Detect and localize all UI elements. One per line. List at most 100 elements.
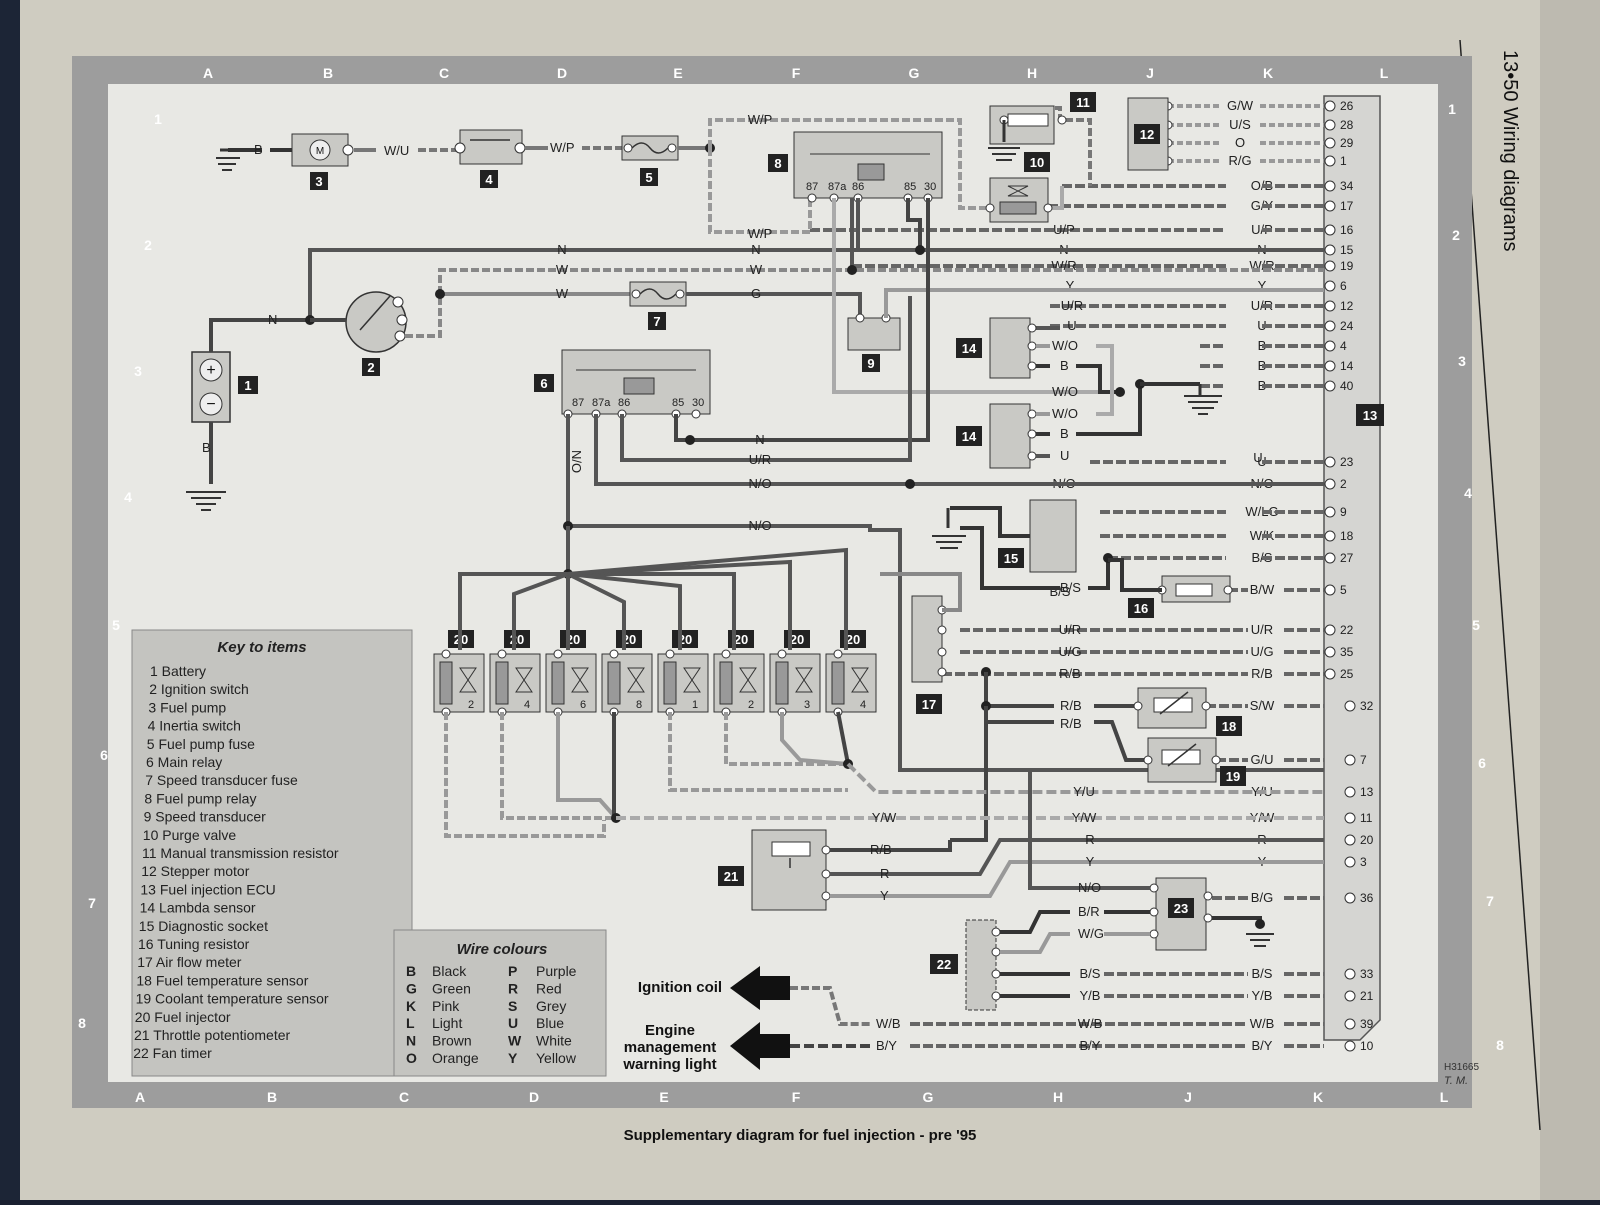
ecu-wire-label: W/B <box>1250 1016 1275 1031</box>
svg-text:Y: Y <box>1086 854 1095 869</box>
colour-code: W <box>508 1033 522 1049</box>
ecu-pin <box>1344 856 1356 868</box>
svg-text:K: K <box>1313 1089 1323 1105</box>
svg-text:L: L <box>1380 65 1389 81</box>
wire-label: B/Y <box>1080 1038 1101 1053</box>
ecu-pin-number: 32 <box>1360 699 1374 713</box>
svg-text:E: E <box>659 1089 668 1105</box>
svg-text:W/P: W/P <box>550 140 575 155</box>
injector-cylinder-number: 8 <box>636 699 642 711</box>
ecu-wire-label: B/Y <box>1252 1038 1273 1053</box>
svg-text:1: 1 <box>1448 101 1456 117</box>
svg-text:3: 3 <box>134 363 142 379</box>
signature: T. M. <box>1444 1075 1468 1087</box>
ignition-coil-output: Ignition coil <box>638 966 790 1010</box>
ecu-pin-number: 29 <box>1340 136 1354 150</box>
svg-text:R/B: R/B <box>1060 716 1082 731</box>
svg-text:20: 20 <box>510 632 524 647</box>
svg-text:G: G <box>751 286 761 301</box>
colour-code: Y <box>508 1050 518 1066</box>
svg-text:W/B: W/B <box>876 1016 901 1031</box>
svg-text:20: 20 <box>734 632 748 647</box>
svg-text:−: − <box>206 396 215 413</box>
svg-text:87: 87 <box>572 397 584 409</box>
svg-text:30: 30 <box>924 181 936 193</box>
svg-text:B: B <box>1060 426 1069 441</box>
ecu-pin-number: 15 <box>1340 243 1354 257</box>
svg-text:G: G <box>909 65 920 81</box>
svg-text:E: E <box>673 65 682 81</box>
svg-text:5: 5 <box>112 617 120 633</box>
ecu-pin-number: 22 <box>1340 623 1354 637</box>
svg-text:B: B <box>202 440 211 455</box>
ecu-pin <box>1324 552 1336 564</box>
lambda-sensor-2: 14 <box>956 403 1037 469</box>
grid-numbers: 1 2 3 4 5 6 7 8 1 2 3 4 5 6 7 8 <box>78 101 1504 1053</box>
ecu-pin-number: 17 <box>1340 199 1354 213</box>
svg-text:16: 16 <box>1134 601 1148 616</box>
key-item: 11 Manual transmission resistor <box>142 845 339 861</box>
svg-text:4: 4 <box>124 489 132 505</box>
ecu-pin-number: 26 <box>1340 99 1354 113</box>
svg-text:W: W <box>750 262 763 277</box>
svg-text:1: 1 <box>244 378 251 393</box>
key-item: 16 Tuning resistor <box>138 936 250 952</box>
key-item: 18 Fuel temperature sensor <box>136 972 308 988</box>
key-item: 19 Coolant temperature sensor <box>136 991 329 1007</box>
colour-name: Yellow <box>536 1050 577 1066</box>
fuel-pump-fuse: 5 <box>621 135 679 186</box>
ecu-pin-number: 23 <box>1340 455 1354 469</box>
svg-text:Engine: Engine <box>645 1022 695 1039</box>
key-item: 21 Throttle potentiometer <box>134 1027 291 1043</box>
coolant-temperature-sensor: 19 <box>1143 737 1246 786</box>
wire-label: U <box>1067 318 1076 333</box>
svg-text:5: 5 <box>645 170 652 185</box>
fuel-injector: 206 <box>545 630 597 717</box>
svg-text:6: 6 <box>100 747 108 763</box>
ecu-wire-label: R/G <box>1228 153 1251 168</box>
colour-name: Purple <box>536 963 577 979</box>
svg-text:9: 9 <box>867 356 874 371</box>
injector-cylinder-number: 6 <box>580 699 586 711</box>
svg-text:W/P: W/P <box>748 226 773 241</box>
key-item: 9 Speed transducer <box>144 809 267 825</box>
svg-text:6: 6 <box>540 376 547 391</box>
svg-text:19: 19 <box>1226 769 1240 784</box>
svg-text:87: 87 <box>806 181 818 193</box>
svg-text:H: H <box>1027 65 1037 81</box>
diagnostic-socket: 15 <box>998 499 1077 573</box>
svg-text:W: W <box>556 286 569 301</box>
ecu-pin-number: 33 <box>1360 967 1374 981</box>
ecu-pin <box>1324 646 1336 658</box>
ignition-switch: 2 <box>345 291 408 376</box>
key-item: 15 Diagnostic socket <box>139 918 268 934</box>
svg-text:8: 8 <box>1496 1037 1504 1053</box>
svg-text:86: 86 <box>618 397 630 409</box>
ecu-wire-label: U/R <box>1251 622 1273 637</box>
svg-text:N/O: N/O <box>1078 880 1101 895</box>
svg-text:B/S: B/S <box>1060 580 1081 595</box>
fan-timer: 23 <box>1149 877 1213 951</box>
manual-transmission-resistor: 11 <box>989 92 1096 145</box>
tuning-resistor: 16 <box>1128 575 1233 618</box>
ecu-pin <box>1344 968 1356 980</box>
stepper-motor: 12 <box>1127 97 1169 171</box>
svg-text:Y/U: Y/U <box>1073 784 1095 799</box>
ecu-pin <box>1324 260 1336 272</box>
svg-text:F: F <box>792 65 801 81</box>
ecu-pin <box>1324 100 1336 112</box>
wire-label: U/G <box>1058 644 1081 659</box>
ecu-pin <box>1344 990 1356 1002</box>
svg-text:30: 30 <box>692 397 704 409</box>
fuel-injector: 204 <box>489 630 541 717</box>
svg-text:23: 23 <box>1174 901 1188 916</box>
ecu-pin <box>1344 812 1356 824</box>
lambda-sensor-1: 14 <box>956 317 1037 379</box>
ecu-pin-number: 13 <box>1360 785 1374 799</box>
svg-text:W/G: W/G <box>1078 926 1104 941</box>
svg-text:4: 4 <box>485 172 493 187</box>
svg-text:15: 15 <box>1004 551 1018 566</box>
svg-text:14: 14 <box>962 429 977 444</box>
ecu-pin-number: 14 <box>1340 359 1354 373</box>
ecu-pin <box>1324 224 1336 236</box>
